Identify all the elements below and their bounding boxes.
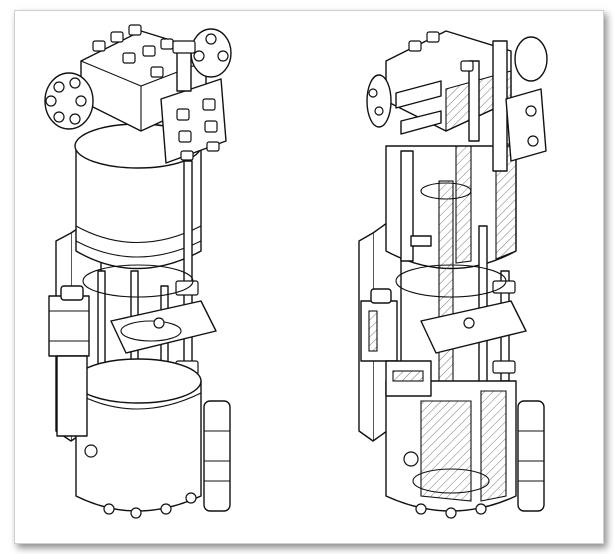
top-manifold-cut [366, 30, 548, 172]
cutaway-view [358, 30, 548, 519]
top-right-round-flange [190, 28, 232, 78]
middle-section-cut [395, 235, 527, 354]
right-flange [160, 78, 227, 164]
bottom-right-fitting-cut [517, 400, 545, 512]
manifold-bolts [92, 24, 174, 78]
lower-cylinder-cut [385, 380, 517, 519]
lower-cylinder [74, 358, 202, 519]
bottom-right-fitting [203, 400, 231, 512]
valve-stem [172, 40, 196, 92]
top-manifold [44, 24, 232, 164]
side-valve-left [48, 285, 90, 437]
exterior-view [44, 24, 232, 519]
technical-illustration [44, 24, 548, 519]
left-port-cap [44, 72, 94, 130]
side-valve-left-cut [360, 288, 432, 397]
figure-frame [14, 10, 604, 544]
middle-frame [82, 264, 217, 354]
